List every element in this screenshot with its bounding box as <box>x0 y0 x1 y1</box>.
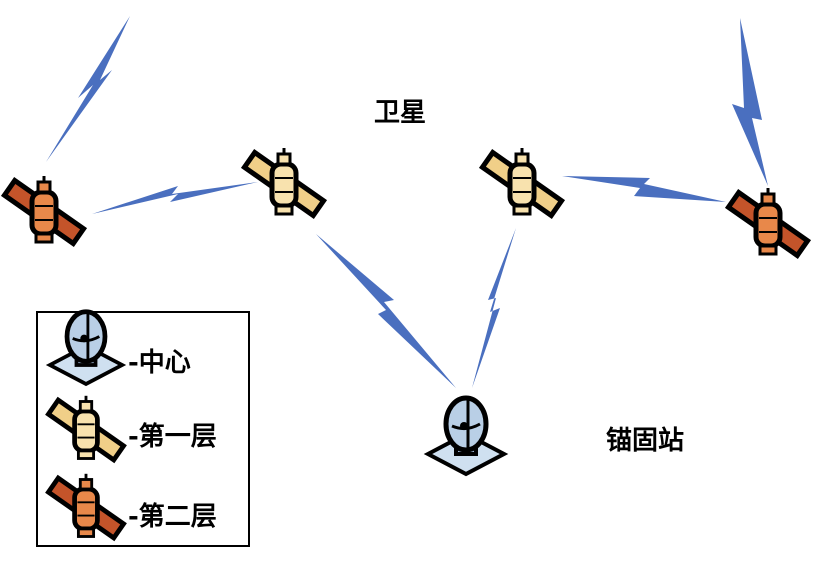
legend <box>36 311 250 547</box>
legend-item-layer2-label: -第二层 <box>128 502 217 532</box>
satellite-label: 卫星 <box>374 98 427 128</box>
link-sat-far-up <box>732 18 768 186</box>
satellite-layer1-mid-left-icon <box>244 148 323 215</box>
ground-station-icon <box>428 398 504 474</box>
link-sat-left-up <box>46 16 130 162</box>
satellite-layer2-right-icon <box>728 188 807 255</box>
link-sat-right-to-sat-far <box>562 176 726 202</box>
link-sat-left-to-sat-mid <box>92 182 258 214</box>
legend-item-center-label: -中心 <box>128 348 191 378</box>
satellite-layer1-mid-right-icon <box>482 148 561 215</box>
anchor-station-label: 锚固站 <box>606 426 685 456</box>
link-sat-mid-to-station <box>316 234 456 388</box>
link-station-to-sat-right <box>472 228 516 388</box>
legend-item-layer1-label: -第一层 <box>128 422 217 452</box>
satellite-layer2-left-icon <box>4 176 83 243</box>
